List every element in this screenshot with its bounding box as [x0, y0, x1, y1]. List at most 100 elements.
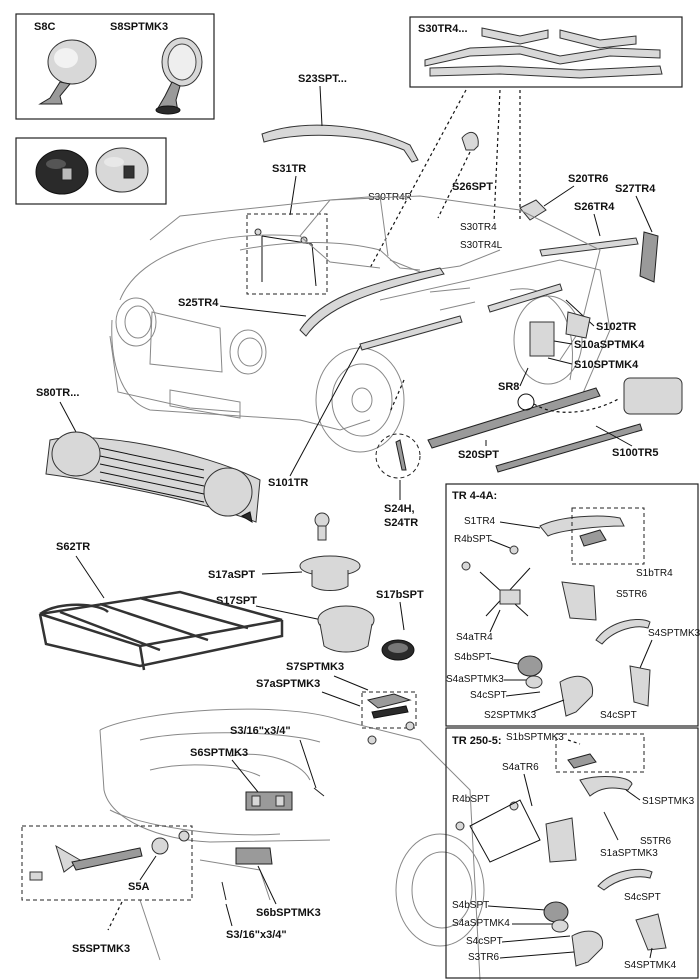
label-s6bsptmk3: S6bSPTMK3: [256, 907, 321, 919]
label-s25tr4: S25TR4: [178, 297, 219, 309]
label-tr250-s3tr6: S3TR6: [468, 952, 500, 963]
s62tr-luggage-rack: [38, 590, 284, 671]
label-tr250-s4sptmk4: S4SPTMK4: [624, 960, 677, 971]
s23spt-part: [261, 124, 419, 163]
knob-chrome-illustration: [95, 147, 149, 193]
label-tr4-s5tr6: S5TR6: [616, 589, 648, 600]
tr4-panel-title: TR 4-4A:: [452, 490, 497, 502]
label-s30tr4: S30TR4: [460, 222, 497, 233]
s6bsptmk3-bracket: [235, 847, 273, 865]
label-tr4-s4sptmk3: S4SPTMK3: [648, 628, 700, 639]
s26spt-part: [461, 131, 479, 151]
label-sr8: SR8: [498, 381, 519, 393]
tr250-s3tr6-handle: [571, 930, 604, 967]
tr4-s2sptmk3-handle: [559, 675, 594, 717]
s30tr4-box: S30TR4...: [409, 16, 683, 88]
label-s23spt: S23SPT...: [298, 73, 347, 85]
s5a-handle: [29, 830, 190, 881]
s20tr6-part: [519, 199, 547, 221]
label-tr4-s4cspt: S4cSPT: [470, 690, 507, 701]
tr250-s4atr6-mechanism: [469, 799, 577, 863]
tr4-s4atr4-mechanism: [479, 567, 597, 621]
label-s24tr: S24TR: [384, 517, 418, 529]
label-s8c: S8C: [34, 21, 55, 33]
label-s10asptmk4: S10aSPTMK4: [574, 339, 645, 351]
s20spt-strip: [427, 387, 601, 449]
label-tr250-s4bspt: S4bSPT: [452, 900, 489, 911]
knob-box: [15, 137, 167, 205]
label-tr250-s4atr6: S4aTR6: [502, 762, 539, 773]
label-tr250-s4cspt2: S4cSPT: [466, 936, 503, 947]
tr4-panel: TR 4-4A: S1TR4 R4bSPT S1bTR4 S4aTR4 S5TR…: [445, 483, 700, 727]
label-s20tr6: S20TR6: [568, 173, 608, 185]
tr4-s5tr6-pull: [595, 619, 651, 645]
label-s5sptmk3: S5SPTMK3: [72, 943, 130, 955]
s26tr4-part: [539, 237, 639, 257]
label-s26tr4: S26TR4: [574, 201, 615, 213]
label-s26spt: S26SPT: [452, 181, 493, 193]
label-bolt-top: S3/16"x3/4": [230, 725, 291, 737]
label-s24h: S24H,: [384, 503, 415, 515]
tr250-panel: TR 250-5: S1bSPTMK3 S4aTR6 S1SPTMK3 R4bS…: [445, 727, 699, 979]
tr4-s1tr4-handle: [539, 515, 625, 537]
label-s27tr4: S27TR4: [615, 183, 656, 195]
label-s7sptmk3: S7SPTMK3: [286, 661, 344, 673]
label-s80tr: S80TR...: [36, 387, 79, 399]
label-s17aspt: S17aSPT: [208, 569, 255, 581]
mirror-s8sptmk3-illustration: [155, 37, 203, 115]
label-tr4-s4cspt2: S4cSPT: [600, 710, 637, 721]
s17spt-cap: [317, 605, 375, 653]
label-s20spt: S20SPT: [458, 449, 499, 461]
s31tr-bracket: [254, 228, 317, 287]
label-tr250-s1bsptmk3: S1bSPTMK3: [506, 732, 564, 743]
label-bolt-bottom: S3/16"x3/4": [226, 929, 287, 941]
label-s7asptmk3: S7aSPTMK3: [256, 678, 320, 690]
key-illustration: [314, 512, 330, 541]
label-tr4-s2sptmk3: S2SPTMK3: [484, 710, 537, 721]
tr4-s4sptmk3-handle: [629, 665, 651, 707]
label-s17bspt: S17bSPT: [376, 589, 424, 601]
label-tr4-s1btr4: S1bTR4: [636, 568, 673, 579]
label-s31tr: S31TR: [272, 163, 306, 175]
label-tr250-s1sptmk3: S1SPTMK3: [642, 796, 695, 807]
s10sptmk4-plate: [529, 321, 555, 357]
knob-black-illustration: [35, 149, 89, 195]
car-front-illustration: [109, 195, 611, 453]
label-s62tr: S62TR: [56, 541, 90, 553]
s102tr-strip: [487, 283, 563, 313]
mirror-box: S8C S8SPTMK3: [15, 13, 215, 120]
label-s8sptmk3: S8SPTMK3: [110, 21, 168, 33]
tr250-s5tr6-pull: [597, 868, 653, 891]
label-tr250-s1asptmk3: S1aSPTMK3: [600, 848, 658, 859]
label-tr4-s4asptmk3: S4aSPTMK3: [446, 674, 504, 685]
label-s102tr: S102TR: [596, 321, 636, 333]
s101tr-strip: [359, 315, 463, 351]
s7sptmk3-latch: [366, 693, 412, 709]
label-s10sptmk4: S10SPTMK4: [574, 359, 639, 371]
label-s101tr: S101TR: [268, 477, 308, 489]
label-s100tr5: S100TR5: [612, 447, 658, 459]
label-tr250-s4cspt: S4cSPT: [624, 892, 661, 903]
s6sptmk3-bracket: [245, 791, 293, 811]
strip-detail: [623, 377, 683, 415]
label-tr250-r4bspt: R4bSPT: [452, 794, 490, 805]
s25tr4-part: [299, 267, 445, 337]
label-tr4-r4bspt: R4bSPT: [454, 534, 492, 545]
s100tr5-strip: [495, 423, 643, 473]
mirror-s8c-illustration: [38, 39, 97, 105]
label-tr4-s4bspt: S4bSPT: [454, 652, 491, 663]
label-s5a: S5A: [128, 881, 149, 893]
label-tr4-s1tr4: S1TR4: [464, 516, 496, 527]
tr250-panel-title: TR 250-5:: [452, 735, 502, 747]
s27tr4-part: [639, 231, 659, 283]
label-tr250-s4asptmk4: S4aSPTMK4: [452, 918, 510, 929]
label-tr250-s5tr6: S5TR6: [640, 836, 672, 847]
label-s17spt: S17SPT: [216, 595, 257, 607]
tr250-s1sptmk3-handle: [579, 776, 633, 797]
label-s30tr4l: S30TR4L: [460, 240, 503, 251]
s80tr-grille: [45, 431, 261, 524]
label-tr4-s4atr4: S4aTR4: [456, 632, 493, 643]
tr250-s4sptmk4-handle: [635, 913, 667, 951]
label-s30tr4-top: S30TR4...: [418, 23, 468, 35]
